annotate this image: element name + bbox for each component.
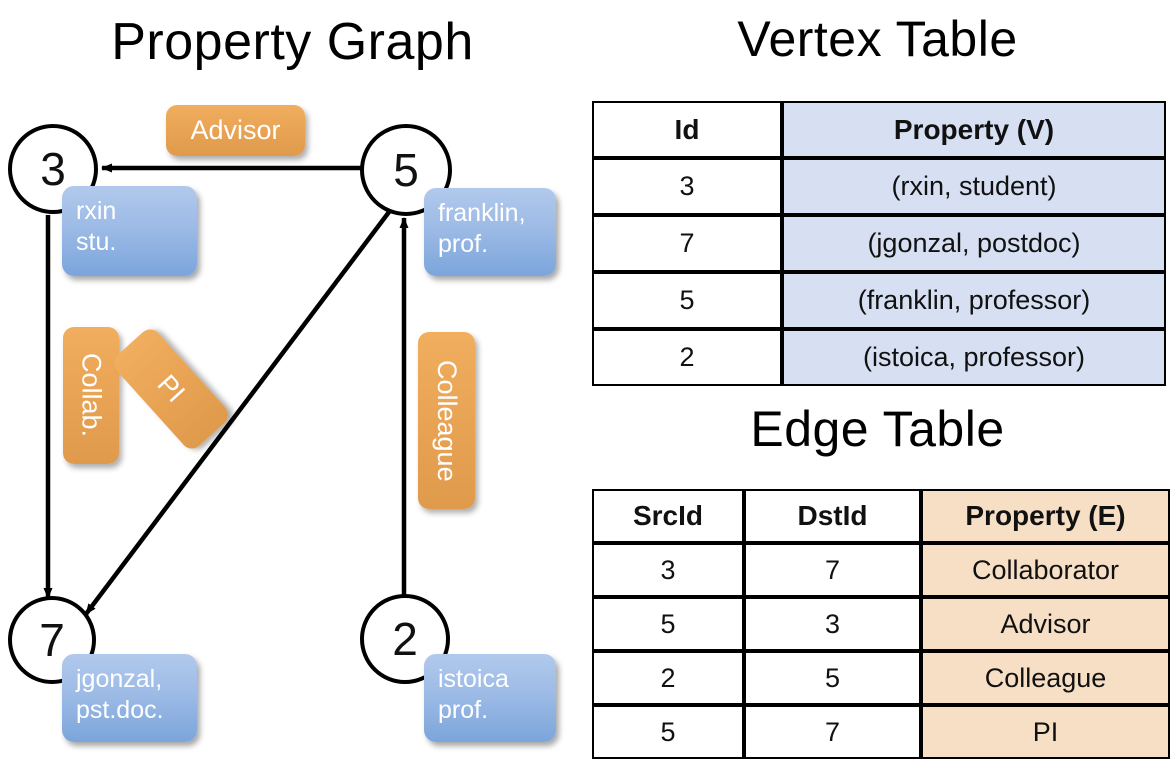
vertex-property-3-line2: stu. bbox=[76, 228, 117, 257]
vertex-node-3-label: 3 bbox=[40, 143, 66, 195]
table-row[interactable]: 3 (rxin, student) bbox=[592, 158, 1166, 215]
edge-label-advisor: Advisor bbox=[166, 105, 305, 156]
edge-row-2-dst: 5 bbox=[744, 651, 921, 705]
edge-row-0-src: 3 bbox=[592, 543, 744, 597]
vertex-node-5[interactable]: 5 bbox=[360, 124, 452, 216]
vertex-node-5-label: 5 bbox=[393, 144, 419, 196]
vertex-table-header-row: Id Property (V) bbox=[592, 101, 1166, 158]
edge-table-header-srcid: SrcId bbox=[592, 489, 744, 543]
edge-row-1-dst: 3 bbox=[744, 597, 921, 651]
vertex-property-3-line1: rxin bbox=[76, 197, 117, 225]
edge-row-0-property: Collaborator bbox=[921, 543, 1170, 597]
vertex-node-2[interactable]: 2 bbox=[360, 594, 450, 684]
vertex-row-2-id: 5 bbox=[592, 272, 782, 329]
edge-label-pi-text: PI bbox=[151, 369, 192, 409]
page-title-edge-table: Edge Table bbox=[750, 401, 1005, 457]
edge-label-advisor-text: Advisor bbox=[190, 115, 281, 145]
edge-row-3-dst: 7 bbox=[744, 705, 921, 759]
table-row[interactable]: 7 (jgonzal, postdoc) bbox=[592, 215, 1166, 272]
edge-table-header-dstid: DstId bbox=[744, 489, 921, 543]
edge-row-3-property: PI bbox=[921, 705, 1170, 759]
table-row[interactable]: 5 7 PI bbox=[592, 705, 1170, 759]
edge-row-1-src: 5 bbox=[592, 597, 744, 651]
property-graph-diagram: 3 5 7 2 rxin stu. franklin, prof. jgonza… bbox=[8, 105, 556, 742]
vertex-table: Id Property (V) 3 (rxin, student) 7 (jgo… bbox=[592, 101, 1166, 386]
vertex-row-3-property: (istoica, professor) bbox=[782, 329, 1166, 386]
vertex-row-2-property: (franklin, professor) bbox=[782, 272, 1166, 329]
table-row[interactable]: 5 (franklin, professor) bbox=[592, 272, 1166, 329]
vertex-table-header-property: Property (V) bbox=[782, 101, 1166, 158]
page-title-property-graph: Property Graph bbox=[111, 13, 474, 71]
graph-edges-svg bbox=[43, 163, 409, 616]
edge-label-collab-text: Collab. bbox=[76, 353, 107, 438]
vertex-property-7-line2: pst.doc. bbox=[76, 696, 164, 725]
edge-label-colleague-text: Colleague bbox=[432, 359, 462, 482]
edge-row-3-src: 5 bbox=[592, 705, 744, 759]
vertex-row-1-id: 7 bbox=[592, 215, 782, 272]
page-title-vertex-table: Vertex Table bbox=[737, 11, 1018, 67]
vertex-property-2-line2: prof. bbox=[438, 696, 489, 725]
edge-5-to-7 bbox=[84, 206, 394, 616]
edge-label-colleague: Colleague bbox=[418, 332, 475, 509]
vertex-row-0-id: 3 bbox=[592, 158, 782, 215]
vertex-property-2-line1: istoica bbox=[438, 665, 509, 693]
edge-row-2-src: 2 bbox=[592, 651, 744, 705]
table-row[interactable]: 2 (istoica, professor) bbox=[592, 329, 1166, 386]
vertex-row-1-property: (jgonzal, postdoc) bbox=[782, 215, 1166, 272]
vertex-property-5-line2: prof. bbox=[438, 230, 489, 259]
edge-row-0-dst: 7 bbox=[744, 543, 921, 597]
vertex-table-header-id: Id bbox=[592, 101, 782, 158]
edge-row-1-property: Advisor bbox=[921, 597, 1170, 651]
vertex-node-7-label: 7 bbox=[39, 614, 65, 666]
vertex-node-2-label: 2 bbox=[392, 613, 418, 665]
vertex-property-7-line1: jgonzal, bbox=[76, 665, 163, 693]
edge-table: SrcId DstId Property (E) 3 7 Collaborato… bbox=[592, 489, 1170, 759]
table-row[interactable]: 5 3 Advisor bbox=[592, 597, 1170, 651]
edge-row-2-property: Colleague bbox=[921, 651, 1170, 705]
vertex-property-box-7: jgonzal, pst.doc. bbox=[62, 654, 197, 742]
edge-table-header-property: Property (E) bbox=[921, 489, 1170, 543]
vertex-property-box-3: rxin stu. bbox=[62, 186, 197, 276]
vertex-property-5-line1: franklin, bbox=[438, 199, 526, 227]
table-row[interactable]: 2 5 Colleague bbox=[592, 651, 1170, 705]
vertex-row-3-id: 2 bbox=[592, 329, 782, 386]
vertex-property-box-5: franklin, prof. bbox=[424, 188, 556, 276]
edge-table-header-row: SrcId DstId Property (E) bbox=[592, 489, 1170, 543]
vertex-row-0-property: (rxin, student) bbox=[782, 158, 1166, 215]
edge-label-collab: Collab. bbox=[63, 327, 119, 464]
vertex-property-box-2: istoica prof. bbox=[424, 654, 556, 742]
table-row[interactable]: 3 7 Collaborator bbox=[592, 543, 1170, 597]
